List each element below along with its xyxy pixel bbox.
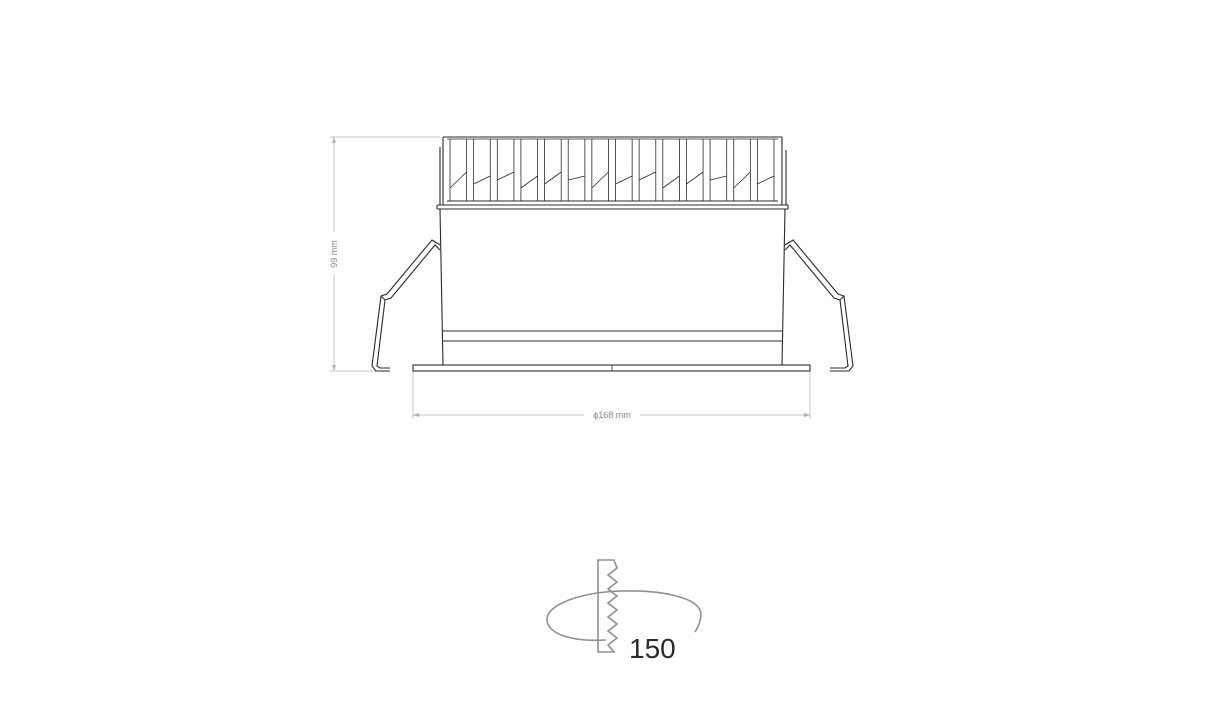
trim-ring [412, 364, 811, 372]
downlight-side-view [371, 136, 854, 372]
heatsink-fin [756, 139, 775, 201]
diameter-arrow-left [413, 413, 419, 417]
height-arrow-bottom [332, 365, 336, 371]
heatsink-fin [496, 139, 515, 201]
cutout-ellipse [546, 590, 702, 642]
height-label: 99 mm [329, 240, 339, 268]
heatsink-fin [615, 139, 633, 201]
heatsink-fin [591, 139, 609, 201]
saw-blade [597, 559, 619, 653]
heatsink-fin [449, 139, 468, 201]
spring-clip-right [784, 239, 854, 372]
heatsink-fin [638, 139, 657, 201]
heatsink-fin [686, 139, 704, 201]
heatsink-fin [567, 139, 586, 201]
diameter-dimension: ϕ168 mm [412, 372, 811, 421]
heatsink-fin [544, 139, 562, 201]
spring-clip-left [371, 239, 441, 372]
heatsink-fin [520, 139, 538, 201]
heatsink-fin [662, 139, 680, 201]
diameter-label-mask [584, 409, 640, 421]
diameter-arrow-right [804, 413, 810, 417]
lamp-body [439, 208, 786, 366]
ceiling-cutout-saw-icon: 150 [546, 559, 702, 664]
heatsink-fins [439, 136, 787, 205]
cutout-size-label: 150 [629, 633, 676, 664]
height-label-mask [328, 232, 340, 274]
height-arrow-top [332, 137, 336, 143]
heatsink-fin [733, 139, 751, 201]
heatsink-fin [709, 139, 728, 201]
heatsink-fin [473, 139, 491, 201]
diameter-label: ϕ168 mm [593, 410, 631, 420]
height-dimension: 99 mm [328, 136, 440, 372]
